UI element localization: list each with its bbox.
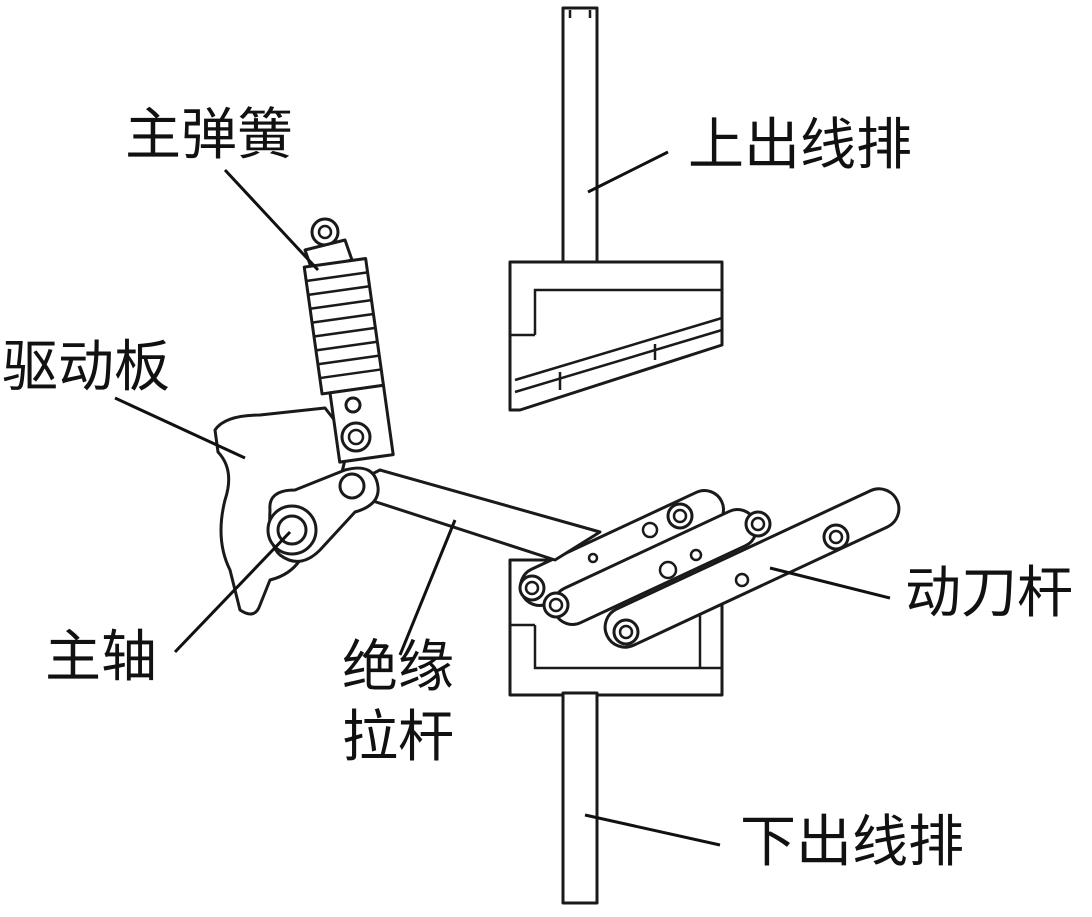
leader-drive-plate [114, 396, 246, 460]
moving-blade-2 [542, 508, 772, 626]
leader-main-spring [223, 168, 320, 272]
leader-moving-blade [769, 566, 891, 600]
leader-main-shaft [173, 530, 292, 654]
label-upper-busbar: 上出线排 [688, 113, 912, 178]
label-insulating-rod-line1: 绝缘 [342, 635, 454, 700]
label-moving-blade: 动刀杆 [905, 561, 1073, 626]
label-insulating-rod-line2: 拉杆 [342, 705, 454, 770]
label-drive-plate: 驱动板 [2, 335, 170, 400]
label-lower-busbar: 下出线排 [740, 810, 964, 875]
label-main-spring: 主弹簧 [125, 103, 293, 168]
insulating-pull-rod [368, 468, 602, 562]
main-spring [302, 217, 395, 464]
label-main-shaft: 主轴 [45, 625, 157, 690]
lower-busbar-bar [561, 691, 599, 905]
moving-blade-3 [603, 487, 901, 649]
leader-insulating-rod [398, 519, 457, 656]
upper-contact-block [508, 260, 724, 412]
leader-lower-busbar [584, 813, 721, 847]
leader-upper-busbar [587, 150, 669, 194]
upper-busbar-bar [561, 6, 599, 272]
